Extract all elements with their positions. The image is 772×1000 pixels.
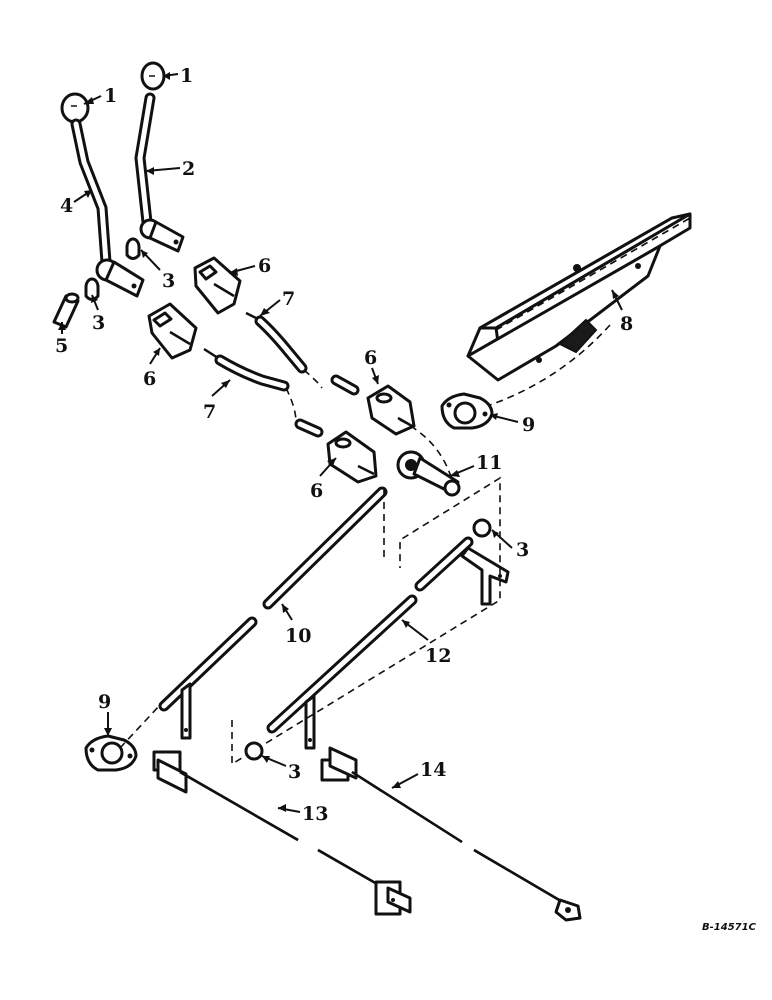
callout-4: 4 — [60, 195, 73, 217]
angle-bracket — [466, 212, 692, 406]
rod-lower — [203, 347, 324, 438]
link-rod-left — [152, 750, 412, 916]
shaft-long — [158, 486, 388, 740]
callout-14: 14 — [420, 759, 446, 781]
callout-1-left: 1 — [104, 85, 117, 107]
bellcrank — [396, 419, 461, 497]
callout-1-right: 1 — [180, 65, 193, 87]
clevis-upper-left — [193, 256, 242, 315]
clevis-lower — [326, 430, 378, 484]
knob-right — [140, 61, 166, 91]
bushing-right — [472, 518, 492, 538]
knob-left — [60, 92, 90, 124]
callout-11: 11 — [476, 452, 502, 474]
callout-13: 13 — [302, 803, 328, 825]
clevis-mid-left — [147, 302, 198, 360]
lever-left — [70, 118, 145, 298]
callout-5: 5 — [55, 335, 68, 357]
pin — [52, 292, 80, 329]
callout-6-upper: 6 — [258, 255, 271, 277]
callout-9-lower: 9 — [98, 691, 111, 713]
bushing-bottom — [244, 741, 264, 761]
callout-3-bottom: 3 — [288, 761, 301, 783]
callout-3-left: 3 — [92, 312, 105, 334]
link-rod-right — [320, 746, 582, 922]
callout-7-upper: 7 — [282, 288, 295, 310]
callout-3-right: 3 — [516, 539, 529, 561]
shaft-assembly — [231, 476, 510, 766]
rod-upper — [245, 311, 360, 396]
bushing-left — [84, 277, 100, 301]
callout-7-lower: 7 — [203, 401, 216, 423]
flange-bearing-lower — [84, 704, 161, 772]
callout-9-upper: 9 — [522, 414, 535, 436]
reference-code: B-14571C — [702, 922, 757, 933]
bushing-upper — [125, 237, 141, 260]
leader-lines — [58, 72, 623, 813]
callout-6-mid: 6 — [143, 368, 156, 390]
lever-right — [134, 92, 185, 253]
callout-8: 8 — [620, 313, 633, 335]
callout-6-center: 6 — [364, 347, 377, 369]
callout-labels: 1 1 2 4 3 6 7 3 5 6 7 6 8 9 6 11 3 10 12… — [55, 65, 633, 825]
clevis-center — [366, 384, 416, 436]
callout-6-lower: 6 — [310, 480, 323, 502]
callout-12: 12 — [425, 645, 451, 667]
callout-2: 2 — [182, 158, 195, 180]
callout-10: 10 — [285, 625, 311, 647]
callout-3-upper: 3 — [162, 270, 175, 292]
flange-bearing-upper — [440, 392, 494, 430]
